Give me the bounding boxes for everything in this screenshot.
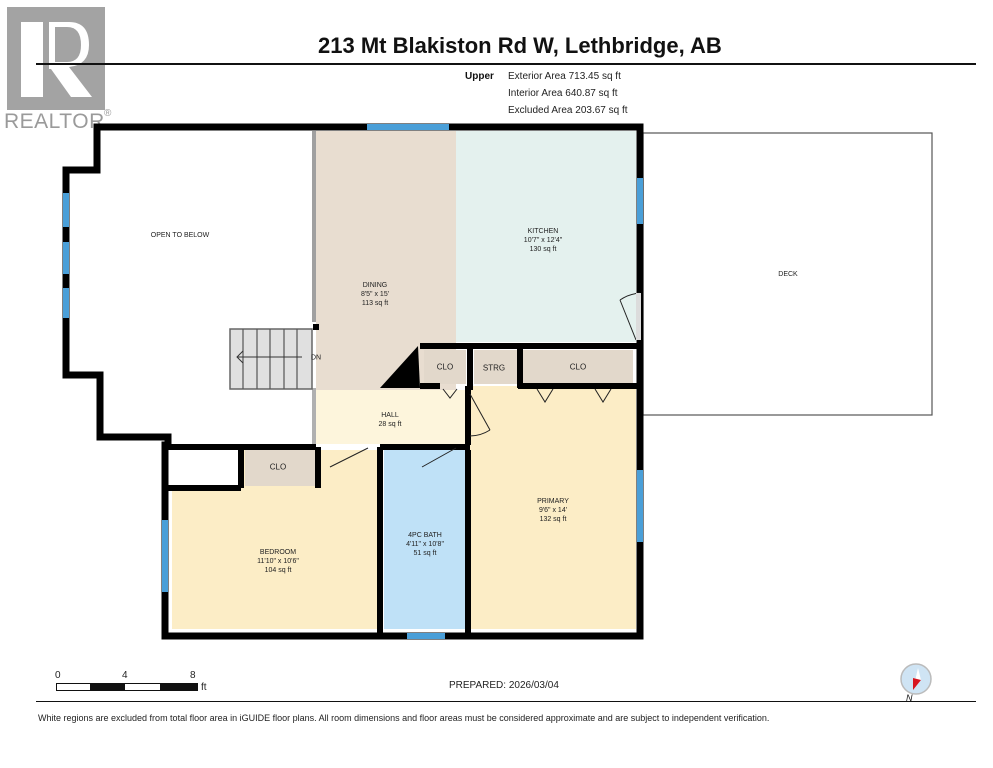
storage-fill <box>474 350 518 384</box>
excluded-area: Excluded Area 203.67 sq ft <box>508 105 628 116</box>
realtor-r-icon <box>21 22 92 97</box>
bath-fill <box>384 450 468 629</box>
room-dims: 8'5" x 15' <box>360 291 390 298</box>
registered-mark: ® <box>104 108 112 119</box>
prepared-date: PREPARED: 2026/03/04 <box>449 680 559 691</box>
window-dining <box>367 124 449 130</box>
primary-fill <box>470 386 636 629</box>
stairs-down-label: DN <box>310 354 322 362</box>
room-dims: 4'11" x 10'8" <box>406 541 444 548</box>
room-dining: DINING 8'5" x 15' 113 sq ft <box>361 281 389 308</box>
room-kitchen: KITCHEN 10'7" x 12'4" 130 sq ft <box>524 227 562 254</box>
room-area: 104 sq ft <box>264 567 292 574</box>
bedroom-fill <box>172 488 378 629</box>
room-open-to-below: OPEN TO BELOW <box>151 231 209 240</box>
room-name: 4PC BATH <box>408 532 442 539</box>
scale-bar <box>56 683 198 691</box>
room-area: 132 sq ft <box>539 516 567 523</box>
closet-2-fill <box>523 350 633 384</box>
stairs <box>229 328 313 390</box>
angled-wall <box>380 346 420 388</box>
scale-unit: ft <box>201 682 207 693</box>
room-area: 28 sq ft <box>378 421 402 428</box>
window-bath <box>407 633 445 639</box>
room-primary: PRIMARY 9'6" x 14' 132 sq ft <box>537 497 569 524</box>
room-name: BEDROOM <box>259 549 297 556</box>
room-dims: 9'6" x 14' <box>538 507 568 514</box>
room-dims: 11'10" x 10'6" <box>257 558 299 565</box>
footer-divider <box>36 701 976 702</box>
interior-walls <box>165 343 640 636</box>
room-area: 51 sq ft <box>413 550 437 557</box>
room-bedroom: BEDROOM 11'10" x 10'6" 104 sq ft <box>257 548 299 575</box>
room-hall: HALL 28 sq ft <box>379 411 402 429</box>
windows <box>63 124 643 639</box>
disclaimer-text: White regions are excluded from total fl… <box>38 713 770 723</box>
room-closet-3: CLO <box>269 462 287 472</box>
room-name: OPEN TO BELOW <box>150 232 210 239</box>
room-name: DECK <box>778 271 798 278</box>
room-dims: 10'7" x 12'4" <box>523 237 563 244</box>
room-name: KITCHEN <box>527 228 559 235</box>
room-name: PRIMARY <box>537 498 569 505</box>
kitchen-fill <box>456 131 636 342</box>
room-area: 130 sq ft <box>529 246 557 253</box>
page-title: 213 Mt Blakiston Rd W, Lethbridge, AB <box>318 33 722 58</box>
room-bath: 4PC BATH 4'11" x 10'8" 51 sq ft <box>406 531 444 558</box>
scale-tick-8: 8 <box>190 670 196 681</box>
header-divider <box>36 63 976 65</box>
scale-tick-4: 4 <box>122 670 128 681</box>
room-name: HALL <box>381 412 399 419</box>
scale-tick-0: 0 <box>55 670 61 681</box>
compass-north-label: N <box>906 693 913 703</box>
doors <box>329 292 641 468</box>
floor-level-label: Upper <box>465 71 494 82</box>
window-primary <box>637 470 643 542</box>
room-storage: STRG <box>482 363 506 373</box>
room-deck: DECK <box>778 270 797 279</box>
room-closet-2: CLO <box>569 362 587 372</box>
realtor-logo-text: REALTOR <box>4 110 105 133</box>
room-closet-1: CLO <box>436 362 454 372</box>
compass-icon <box>899 662 933 701</box>
room-area: 113 sq ft <box>361 300 389 307</box>
window-bedroom <box>162 520 168 592</box>
room-name: DINING <box>362 282 388 289</box>
exterior-walls <box>62 123 644 640</box>
interior-area: Interior Area 640.87 sq ft <box>508 88 618 99</box>
exterior-area: Exterior Area 713.45 sq ft <box>508 71 621 82</box>
hall-fill <box>316 390 470 444</box>
realtor-logo <box>7 7 105 110</box>
closet-3-fill <box>245 450 316 486</box>
window-kitchen <box>637 178 643 224</box>
closet-1-fill <box>424 350 466 384</box>
